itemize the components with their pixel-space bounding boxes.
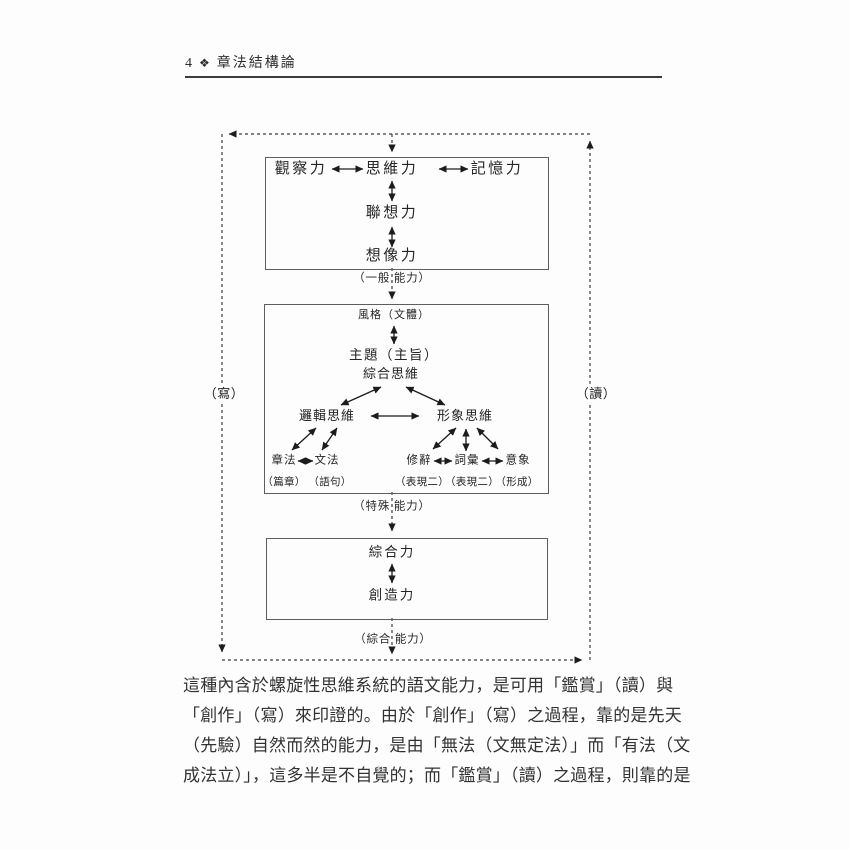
node-theme: 主題（主旨） (349, 347, 439, 363)
node-imagery: 意象 (505, 454, 531, 467)
node-grammar: 文法 (314, 454, 340, 467)
paragraph-line: 「創作」（寫）來印證的。由於「創作」（寫）之過程，靠的是先天 (183, 706, 682, 725)
node-rhetoric: 修辭 (406, 454, 432, 467)
node-logical-thinking: 邏輯思維 (298, 407, 356, 423)
label-write: （寫） (203, 383, 245, 405)
node-imagistic-thinking: 形象思維 (436, 407, 494, 423)
note-lexicon: （表現二） (445, 477, 499, 489)
caption-general-ability: （一般 能力） (353, 272, 431, 285)
special-ability-box (264, 304, 549, 494)
relation-arrows (291, 165, 504, 584)
node-lexicon: 詞彙 (454, 454, 480, 467)
caption-synthesis-ability: （綜合 能力） (354, 633, 432, 646)
synthesis-ability-box (266, 538, 548, 620)
paragraph-line: 成法立）」，這多半是不自覺的；而「鑑賞」（讀）之過程，則靠的是 (183, 766, 691, 785)
node-association: 聯想力 (365, 204, 419, 221)
header-divider (185, 76, 662, 78)
general-ability-box (265, 157, 549, 270)
node-zhangfa: 章法 (271, 454, 297, 467)
caption-special-ability: （特殊 能力） (353, 500, 431, 513)
node-observation: 觀察力 (274, 160, 328, 177)
node-memory: 記憶力 (470, 160, 524, 177)
node-thinking: 思維力 (365, 160, 419, 177)
label-read: （讀） (575, 383, 617, 405)
node-creativity-power: 創造力 (368, 587, 416, 603)
note-imagery: （形成） (495, 477, 539, 489)
paragraph-line: 這種內含於螺旋性思維系統的語文能力，是可用「鑑賞」（讀）與 (183, 676, 674, 695)
node-synthesis-power: 綜合力 (368, 544, 416, 560)
note-grammar: （語句） (308, 477, 352, 489)
book-title: 章法結構論 (216, 56, 297, 71)
node-synthesis-thinking: 綜合思維 (362, 365, 420, 381)
node-style: 風格（文體） (358, 308, 430, 321)
note-zhangfa: （篇章） (262, 477, 306, 489)
paragraph-line: （先驗）自然而然的能力，是由「無法（文無定法）」而「有法（文 (183, 736, 691, 755)
page-number: 4 (185, 56, 194, 71)
node-imagination: 想像力 (365, 247, 419, 264)
ornament-icon: ❖ (199, 56, 212, 70)
note-rhetoric: （表現二） (395, 477, 449, 489)
page-header: 4 ❖ 章法結構論 (185, 52, 297, 72)
